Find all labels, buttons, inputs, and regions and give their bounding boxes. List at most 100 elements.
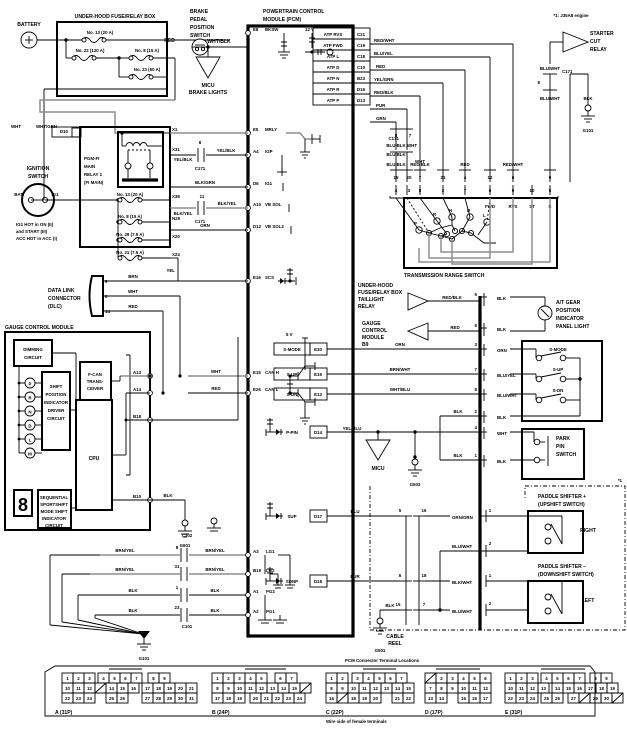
svg-text:19: 19: [167, 686, 172, 691]
svg-text:15: 15: [566, 686, 571, 691]
brake-switch-line-0: BRAKE: [190, 9, 209, 15]
fuse-13-label: No. 13 (20 A): [87, 30, 114, 35]
atp-wire-0: RED/WHT: [374, 38, 395, 43]
svg-text:8: 8: [330, 686, 333, 691]
svg-text:6: 6: [484, 676, 487, 681]
svg-text:7: 7: [290, 676, 293, 681]
cb-row0-pcm: A3: [253, 549, 259, 554]
pcm-sup-wire: BRN/WHT: [390, 367, 411, 372]
svg-text:21: 21: [395, 696, 400, 701]
c101-label: C101: [182, 624, 193, 629]
relay-n29: N29: [172, 216, 181, 221]
cpu-box: [75, 399, 113, 511]
pcm-pin-d12-name: VB SOL2: [265, 224, 284, 229]
gear-wire-7: BLK: [497, 459, 507, 464]
dimming-circuit-box: [13, 339, 53, 367]
cable-pin-6: 6: [399, 573, 402, 578]
indicator-d: D: [28, 424, 31, 429]
svg-text:2: 2: [77, 676, 80, 681]
relay-fuse-2: No. 29 (7.5 A): [116, 232, 144, 237]
upshift-right-label: RIGHT: [580, 528, 597, 534]
brake-switch-line-2: POSITION: [190, 25, 215, 31]
gauge-pin-b18-label: B18: [133, 414, 142, 419]
starter-cut-line-1: CUT: [590, 39, 601, 45]
park-pin-line-0: PARK: [556, 436, 570, 442]
pcm-pin-e16-num: E16: [253, 275, 261, 280]
atp-name-5: ATP R: [327, 87, 341, 92]
dlc-title-2: (DLC): [48, 304, 62, 310]
pcm-title-1: MODULE (PCM): [263, 17, 302, 23]
fuse-22-label: No. 22 (120 A): [76, 48, 105, 53]
ignition-note-2: ACC HOT in ACC (I): [16, 236, 58, 241]
wire-label-bluwht-1: BLU/WHT: [540, 66, 561, 71]
gauge-pin-a14-label: A14: [133, 387, 142, 392]
svg-text:14: 14: [395, 686, 400, 691]
svg-text:5: 5: [378, 676, 381, 681]
svg-text:9: 9: [451, 686, 454, 691]
svg-text:9: 9: [341, 686, 344, 691]
cable-reel-line-0: CABLE: [386, 634, 404, 640]
svg-text:22: 22: [65, 696, 70, 701]
pcm-pin-e8-num: E8: [253, 27, 259, 32]
trs-bot-pin-1: 20: [407, 175, 412, 180]
cb-row3-pcm: A2: [253, 609, 259, 614]
svg-text:17: 17: [215, 696, 220, 701]
cb-row3-pin: 23: [175, 605, 180, 610]
sport-line-4: CIRCUIT: [45, 523, 63, 528]
relay-d10-label: D10: [60, 129, 69, 134]
ground-g601: G601: [180, 543, 191, 548]
svg-text:10: 10: [65, 686, 70, 691]
ignition-note-1: and START (III): [16, 229, 48, 234]
cable-wire-bluwht-2: BLU/WHT: [452, 609, 473, 614]
svg-text:16: 16: [131, 686, 136, 691]
shift-driver-3: DRIVER: [48, 408, 65, 413]
pcm-smode-wire: ORN: [395, 342, 405, 347]
svg-text:3: 3: [451, 676, 454, 681]
pcm-ppin-pin: D14: [314, 430, 323, 435]
terminal-connector-e: 1 2 3 4 5 6 7 8 9 10 11 12 13 14 15 16 1…: [504, 668, 624, 716]
svg-text:18: 18: [351, 696, 356, 701]
svg-text:12: 12: [483, 686, 488, 691]
atp-wire-5: PUR: [376, 103, 386, 108]
svg-text:3: 3: [356, 676, 359, 681]
gear-connector-terminals: 5 BLK 6 BLK 3 ORN 7 BLU/YEL 8 BLU/WHT 2 …: [439, 292, 518, 467]
park-pin-switch-box: [521, 428, 585, 480]
c171-ign-label-0: C171: [195, 166, 206, 171]
wire-orn-1: ORN: [200, 223, 210, 228]
wire-label-wht-blk: WHT/BLK: [207, 39, 231, 45]
svg-text:10: 10: [461, 686, 466, 691]
svg-text:22: 22: [406, 696, 411, 701]
gauge-module-outline: [4, 331, 151, 531]
park-pin-line-2: SWITCH: [556, 452, 576, 458]
upshift-pin-1: 1: [489, 508, 492, 513]
brake-switch-line-3: SWITCH: [190, 33, 210, 39]
pcm-pin-e15-num: E15: [253, 370, 261, 375]
wire-yelblk-1: YEL/BLK: [174, 157, 194, 162]
svg-text:22: 22: [275, 696, 280, 701]
svg-text:17: 17: [588, 686, 593, 691]
trs-wire-u1: WHT: [415, 159, 425, 164]
svg-text:10: 10: [351, 686, 356, 691]
cb-row1-pin: 31: [175, 564, 180, 569]
cable-pin-15: 15: [396, 602, 401, 607]
sport-line-3: INDICATOR: [42, 516, 67, 521]
atp-pin-5: D16: [357, 87, 366, 92]
pcm-sdnp-pin: D15: [314, 579, 323, 584]
svg-text:18: 18: [156, 686, 161, 691]
svg-text:4: 4: [545, 676, 548, 681]
taillight-line-3: RELAY: [358, 304, 375, 310]
svg-text:11: 11: [472, 686, 477, 691]
pcm-pin-a10-name: VB SOL: [265, 202, 282, 207]
wire-label-red-brake: RED: [164, 38, 175, 44]
atp-pin-6: D13: [357, 98, 366, 103]
pcm-pin-e16-name: SCS: [265, 275, 274, 280]
svg-text:18: 18: [226, 696, 231, 701]
seven-seg-value: 8: [18, 495, 28, 515]
pcm-ppin-wire: YEL/BLU: [343, 426, 362, 431]
sdn-switch-label: S-DN: [553, 388, 564, 393]
pcm-ppin-group: P-PIN D14 YEL/BLU: [265, 418, 480, 439]
c302-label: C302: [182, 533, 193, 538]
fcan-line-0: F-CAN: [88, 372, 102, 377]
sportshift-box: [37, 489, 72, 529]
